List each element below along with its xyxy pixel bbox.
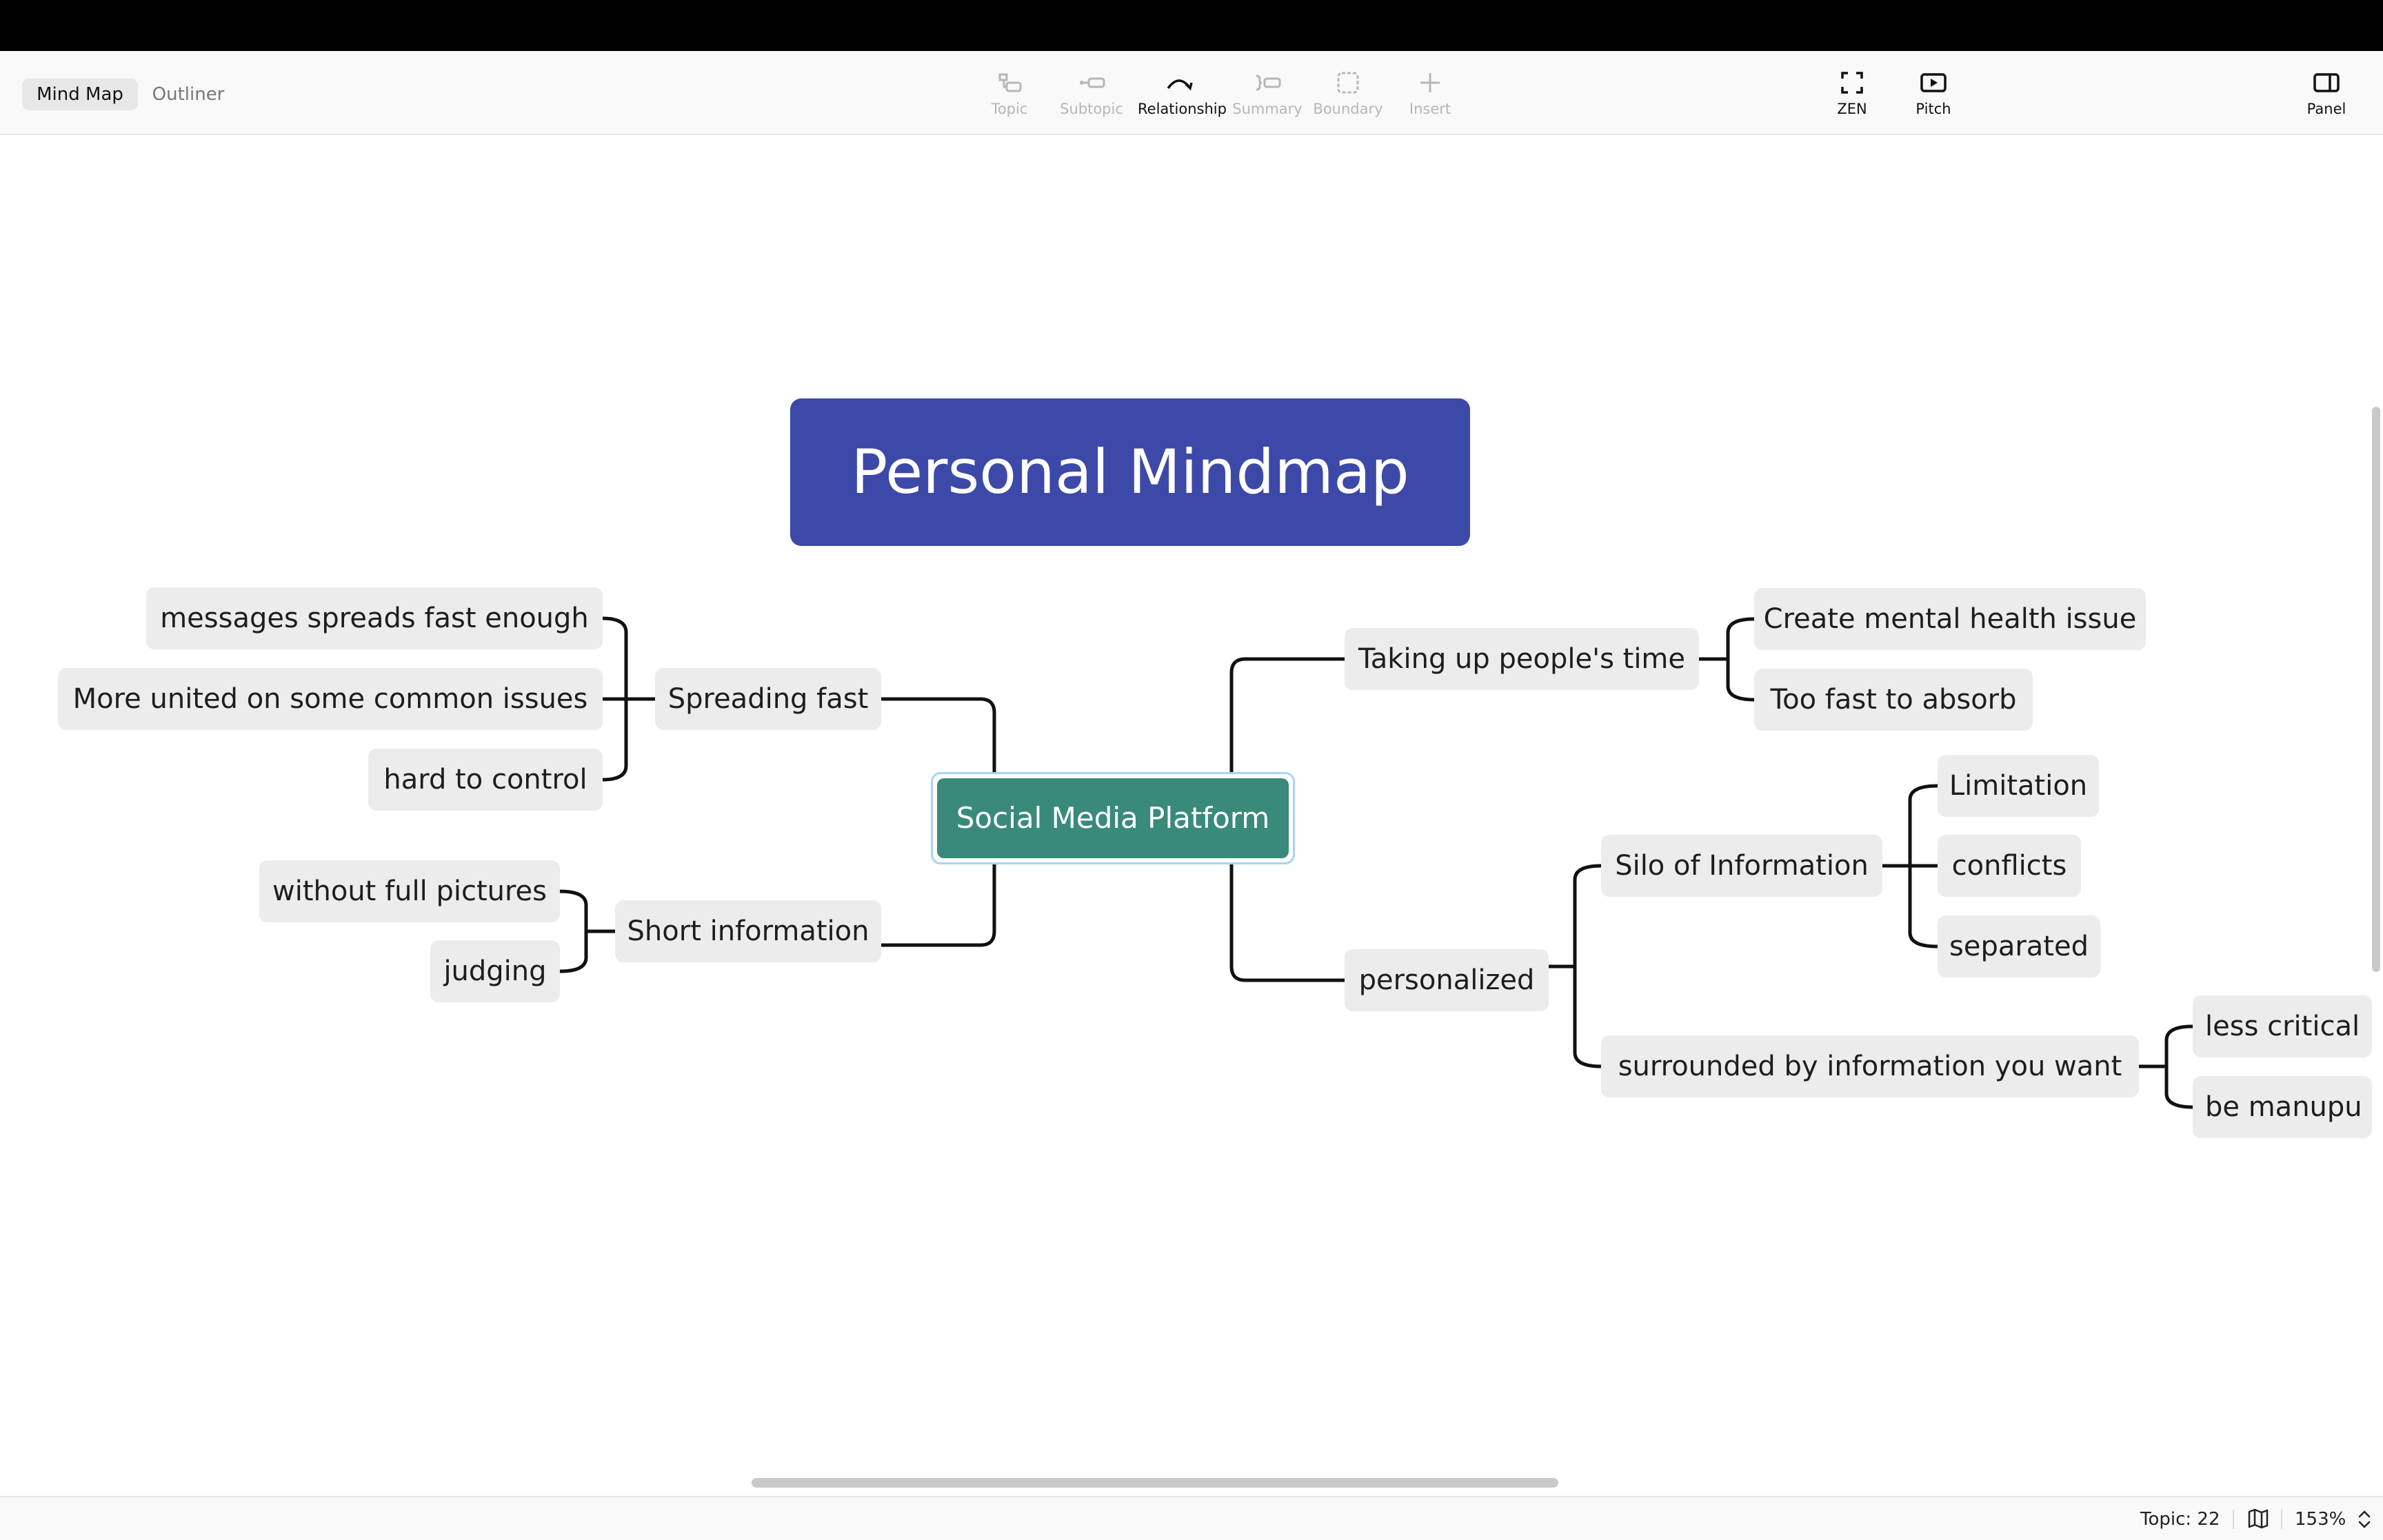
subtopic-node[interactable]: without full pictures	[259, 860, 560, 922]
subtopic-node[interactable]: hard to control	[368, 749, 603, 811]
topic-short-information[interactable]: Short information	[615, 900, 881, 962]
topic-label: Topic	[991, 101, 1028, 117]
summary-button[interactable]: Summary	[1226, 68, 1309, 123]
zoom-stepper-icon[interactable]	[2355, 1506, 2373, 1539]
subtopic-node[interactable]: separated	[1938, 915, 2100, 977]
status-bar: Topic: 22 153%	[0, 1496, 2383, 1540]
vertical-scrollbar[interactable]	[2372, 407, 2380, 972]
relationship-label: Relationship	[1138, 101, 1227, 117]
relationship-icon	[1167, 79, 1193, 91]
summary-icon	[1256, 74, 1281, 91]
boundary-label: Boundary	[1313, 101, 1383, 117]
topic-button[interactable]: Topic	[968, 68, 1051, 123]
horizontal-scrollbar[interactable]	[752, 1478, 1558, 1488]
topic-icon	[998, 73, 1022, 92]
subtopic-node[interactable]: less critical	[2193, 995, 2372, 1057]
mindmap-title[interactable]: Personal Mindmap	[790, 398, 1470, 546]
subtopic-silo[interactable]: Silo of Information	[1601, 835, 1882, 897]
divider	[2281, 1510, 2282, 1529]
window-top-bar	[0, 0, 2383, 51]
insert-button[interactable]: Insert	[1389, 68, 1471, 123]
map-icon[interactable]	[2246, 1507, 2270, 1536]
subtopic-node[interactable]: conflicts	[1938, 835, 2081, 897]
insert-label: Insert	[1409, 101, 1451, 117]
topic-spreading-fast[interactable]: Spreading fast	[655, 668, 881, 730]
connector-lines	[558, 616, 2195, 1109]
summary-label: Summary	[1232, 101, 1303, 117]
fullscreen-icon	[1841, 72, 1863, 94]
subtopic-node[interactable]: judging	[430, 940, 560, 1002]
subtopic-node[interactable]: More united on some common issues	[58, 668, 603, 730]
plus-icon	[1420, 73, 1440, 92]
subtopic-label: Subtopic	[1060, 101, 1123, 117]
subtopic-node[interactable]: Create mental health issue	[1754, 588, 2146, 650]
zen-button[interactable]: ZEN	[1811, 68, 1893, 123]
subtopic-node[interactable]: be manupu	[2193, 1076, 2372, 1138]
play-icon	[1920, 73, 1947, 92]
pitch-label: Pitch	[1916, 101, 1951, 117]
subtopic-button[interactable]: Subtopic	[1050, 68, 1133, 123]
subtopic-node[interactable]: messages spreads fast enough	[146, 587, 603, 649]
subtopic-node[interactable]: Limitation	[1938, 755, 2099, 817]
toolbar: Mind Map Outliner Topic Subtopic Relatio…	[0, 51, 2383, 135]
zoom-level[interactable]: 153%	[2295, 1509, 2346, 1530]
subtopic-surrounded[interactable]: surrounded by information you want	[1601, 1035, 2139, 1097]
topic-taking-time[interactable]: Taking up people's time	[1345, 628, 1699, 690]
zen-label: ZEN	[1837, 101, 1867, 117]
panel-label: Panel	[2306, 101, 2346, 117]
boundary-button[interactable]: Boundary	[1307, 68, 1389, 123]
subtopic-icon	[1080, 77, 1105, 88]
central-topic[interactable]: Social Media Platform	[931, 772, 1295, 864]
panel-button[interactable]: Panel	[2285, 68, 2368, 123]
pitch-button[interactable]: Pitch	[1892, 68, 1975, 123]
boundary-icon	[1337, 72, 1359, 94]
relationship-button[interactable]: Relationship	[1138, 68, 1227, 123]
mind-map-tab[interactable]: Mind Map	[22, 79, 138, 110]
divider	[2233, 1510, 2234, 1529]
mindmap-canvas[interactable]: Personal Mindmap Social Media Platform S…	[0, 135, 2383, 1474]
outliner-tab[interactable]: Outliner	[152, 84, 225, 105]
subtopic-node[interactable]: Too fast to absorb	[1754, 669, 2033, 731]
topic-personalized[interactable]: personalized	[1345, 949, 1549, 1011]
sidebar-icon	[2313, 73, 2340, 92]
topic-count: Topic: 22	[2140, 1509, 2220, 1530]
central-topic-label: Social Media Platform	[937, 778, 1289, 858]
